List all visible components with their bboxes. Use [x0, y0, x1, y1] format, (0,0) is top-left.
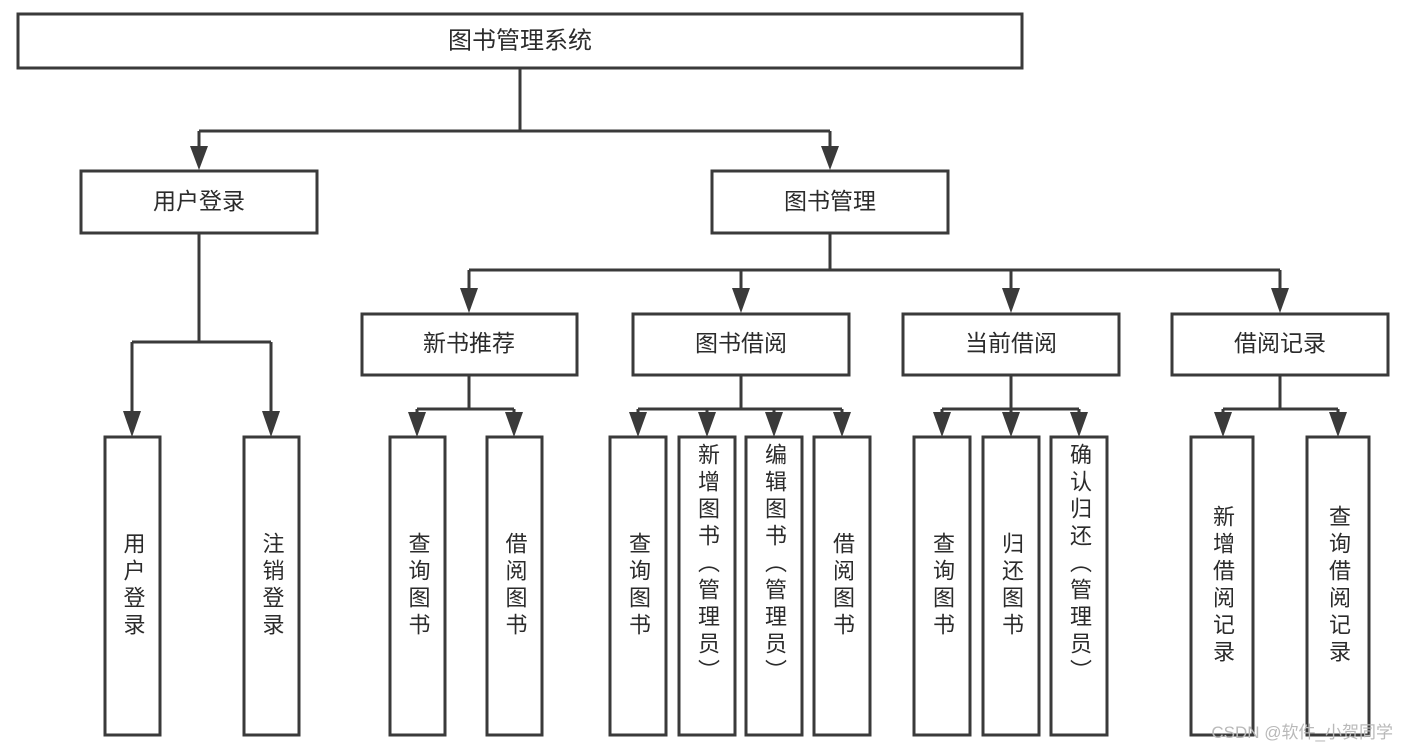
leaf-box-current-borrow-1[interactable]	[981, 435, 1041, 737]
node-borrow-record-box[interactable]	[1170, 312, 1390, 377]
node-book-borrow[interactable]: 图书借阅	[631, 312, 851, 377]
connector-group-current-borrow	[933, 375, 1088, 437]
arrow-head-leaf-borrow-record-0	[1214, 412, 1232, 437]
arrow-head-leaf-user-login-1	[262, 411, 280, 437]
leaf-boxes-user-login	[103, 435, 301, 737]
connector-group-book-mgmt	[460, 233, 1289, 313]
node-root-box[interactable]	[16, 12, 1024, 70]
leaf-box-borrow-record-1[interactable]	[1305, 435, 1371, 737]
leaf-box-book-borrow-2[interactable]	[744, 435, 804, 737]
node-user-login-label: 用户登录	[153, 188, 245, 214]
arrow-head-leaf-book-borrow-3	[833, 412, 851, 437]
arrow-head-borrow-record	[1271, 288, 1289, 313]
arrow-head-leaf-current-borrow-2	[1070, 412, 1088, 437]
node-borrow-record-label: 借阅记录	[1234, 330, 1326, 356]
arrow-head-user-login	[190, 146, 208, 170]
arrow-head-new-book	[460, 288, 478, 313]
arrow-head-leaf-book-borrow-1	[698, 412, 716, 437]
arrow-head-book-borrow	[732, 288, 750, 313]
node-book-management[interactable]: 图书管理	[710, 169, 950, 235]
arrow-head-leaf-new-book-1	[505, 412, 523, 437]
node-new-book-recommend-box[interactable]	[360, 312, 579, 377]
leaf-box-book-borrow-1[interactable]	[677, 435, 737, 737]
arrow-head-leaf-borrow-record-1	[1329, 412, 1347, 437]
node-book-borrow-label: 图书借阅	[695, 330, 787, 356]
node-current-borrow[interactable]: 当前借阅	[901, 312, 1121, 377]
leaf-boxes-new-book-recommend	[388, 435, 544, 737]
node-borrow-record[interactable]: 借阅记录	[1170, 312, 1390, 377]
node-new-book-recommend[interactable]: 新书推荐	[360, 312, 579, 377]
leaf-boxes-book-borrow	[608, 435, 872, 737]
leaf-box-new-book-1[interactable]	[485, 435, 544, 737]
node-book-management-label: 图书管理	[784, 188, 876, 214]
connector-group-user-login	[123, 233, 280, 437]
node-user-login[interactable]: 用户登录	[79, 169, 319, 235]
leaf-box-current-borrow-0[interactable]	[912, 435, 972, 737]
arrow-head-leaf-book-borrow-2	[765, 412, 783, 437]
connector-group-book-borrow	[629, 375, 851, 437]
watermark: CSDN @软件_小贺同学	[1211, 723, 1393, 742]
node-book-management-box[interactable]	[710, 169, 950, 235]
arrow-head-book-mgmt	[821, 146, 839, 170]
leaf-box-current-borrow-2[interactable]	[1049, 435, 1109, 737]
connector-group-borrow-record	[1214, 375, 1347, 437]
arrow-head-leaf-book-borrow-0	[629, 412, 647, 437]
leaf-box-borrow-record-0[interactable]	[1189, 435, 1255, 737]
arrow-head-leaf-new-book-0	[408, 412, 426, 437]
leaf-box-user-login-0[interactable]	[103, 435, 162, 737]
node-root[interactable]: 图书管理系统	[16, 12, 1024, 70]
arrow-head-current-borrow	[1002, 288, 1020, 313]
node-book-borrow-box[interactable]	[631, 312, 851, 377]
connector-group-new-book	[408, 375, 523, 437]
node-current-borrow-box[interactable]	[901, 312, 1121, 377]
leaf-box-new-book-0[interactable]	[388, 435, 447, 737]
node-new-book-recommend-label: 新书推荐	[423, 330, 515, 356]
leaf-boxes-borrow-record	[1189, 435, 1371, 737]
arrow-head-leaf-current-borrow-0	[933, 412, 951, 437]
connector-group-root	[190, 68, 839, 170]
leaf-box-user-login-1[interactable]	[242, 435, 301, 737]
node-current-borrow-label: 当前借阅	[965, 330, 1057, 356]
leaf-box-book-borrow-0[interactable]	[608, 435, 668, 737]
leaf-boxes-current-borrow	[912, 435, 1109, 737]
arrow-head-leaf-user-login-0	[123, 411, 141, 437]
node-user-login-box[interactable]	[79, 169, 319, 235]
leaf-box-book-borrow-3[interactable]	[812, 435, 872, 737]
arrow-head-leaf-current-borrow-1	[1002, 412, 1020, 437]
node-root-label: 图书管理系统	[448, 27, 592, 54]
